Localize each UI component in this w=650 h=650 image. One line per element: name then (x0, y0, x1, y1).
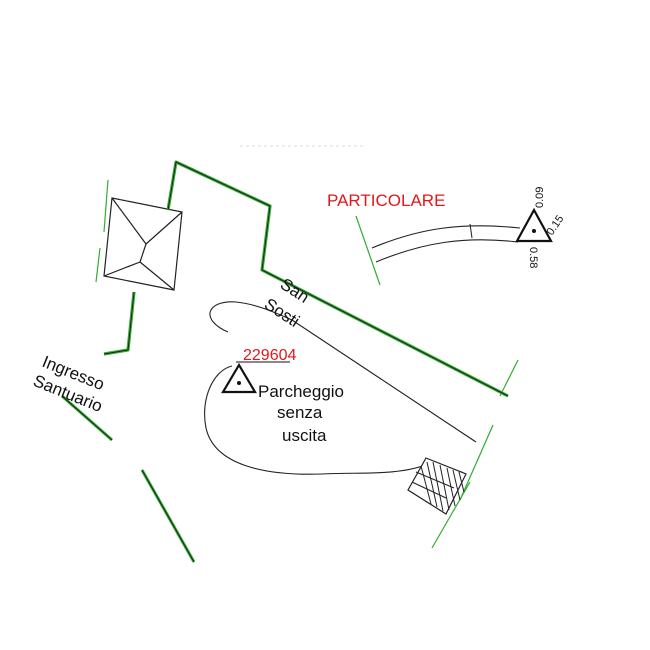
roof-ridge (103, 261, 141, 277)
stall-divider (420, 465, 432, 505)
detail-inset: 0.09 0.15 0.58 PARTICOLARE (327, 187, 566, 269)
roof-ridge (139, 261, 175, 291)
section-tick (95, 247, 101, 283)
detail-curve-lower (375, 239, 519, 263)
stall-divider (452, 469, 461, 501)
roof-ridge (111, 197, 147, 245)
entrance-road-edges (61, 394, 196, 563)
benchmark-triangle-icon (515, 207, 553, 243)
parking-benchmark: 229604 (221, 347, 296, 394)
detail-curve-upper (371, 225, 521, 249)
benchmark-point-icon (237, 381, 241, 385)
stall-divider (446, 467, 456, 507)
wall-edge-line (103, 291, 135, 355)
dim-right-label: 0.15 (545, 213, 567, 237)
section-tick (431, 481, 471, 549)
section-tick (103, 179, 109, 233)
section-tick (499, 359, 519, 397)
stall-divider (411, 481, 447, 499)
parking-label-line1: Parcheggio (258, 382, 344, 401)
roof-ridge (139, 243, 147, 263)
roof-ridge (145, 211, 183, 245)
parking-stalls (407, 457, 467, 515)
section-ticks (95, 179, 519, 549)
stall-divider (432, 461, 444, 512)
dim-top-label: 0.09 (534, 187, 546, 208)
road-wall (103, 160, 509, 398)
stall-divider (439, 464, 450, 511)
entrance-edge-line (61, 395, 113, 441)
parking-label-line2: senza (277, 403, 323, 422)
benchmark-id: 229604 (243, 347, 296, 364)
building-outline (103, 197, 183, 291)
road-upper-edge (209, 301, 477, 443)
benchmark-triangle-icon (221, 362, 257, 394)
detail-joint (469, 223, 473, 239)
building (103, 197, 183, 291)
road-loop-edge (204, 365, 463, 475)
dim-bottom-label: 0.58 (527, 247, 539, 268)
parking-label-line3: uscita (282, 426, 327, 445)
section-tick (459, 424, 494, 501)
stall-divider (415, 471, 455, 489)
stall-divider (426, 461, 438, 508)
entrance-edge-line (141, 469, 195, 563)
section-tick (355, 215, 381, 286)
stall-divider (458, 471, 465, 493)
wall-edge-green (103, 291, 136, 356)
wall-edge-line (167, 161, 509, 397)
benchmark-point-icon (532, 229, 536, 233)
dead-end-road (204, 301, 477, 475)
detail-title: PARTICOLARE (327, 191, 445, 210)
